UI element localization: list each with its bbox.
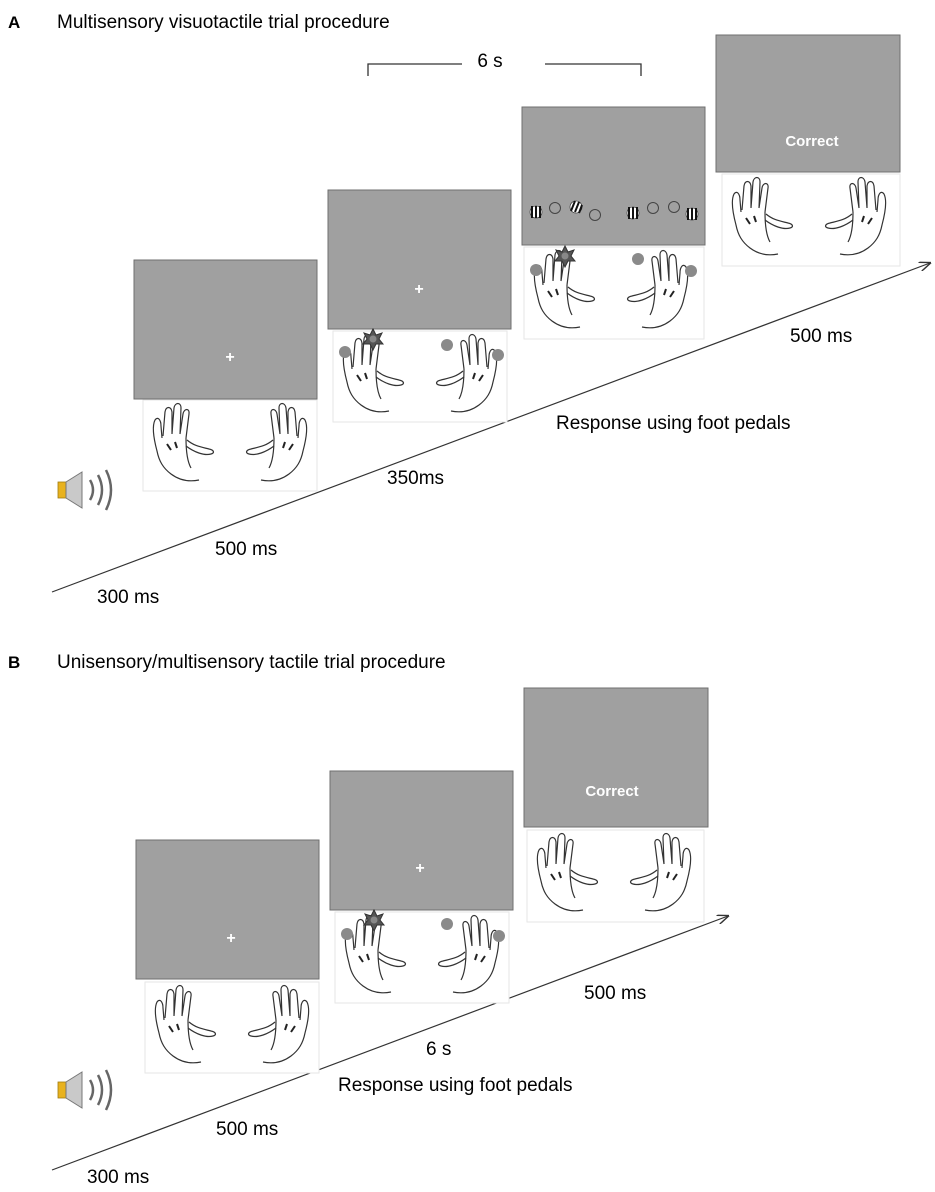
visual-distractor-icon — [529, 205, 543, 219]
hands-icon — [526, 829, 705, 923]
duration-label: 500 ms — [216, 1119, 278, 1140]
visual-distractor-icon — [549, 202, 561, 214]
panel-letter-a: A — [8, 13, 20, 32]
screen-b2-fixation: + — [329, 770, 514, 911]
screen-a1-fixation: + — [133, 259, 318, 400]
visual-distractor-icon — [668, 201, 680, 213]
screen-b3-feedback: Correct — [523, 687, 709, 828]
timeline-arrow-b — [51, 916, 728, 1171]
visual-distractor-icon — [589, 209, 601, 221]
panel-title-a: Multisensory visuotactile trial procedur… — [57, 12, 390, 33]
hands-icon — [142, 399, 318, 492]
response-label: Response using foot pedals — [556, 413, 791, 434]
tactile-marker-icon — [530, 264, 542, 276]
visual-distractor-icon — [569, 200, 583, 214]
hands-icon — [334, 909, 510, 1004]
hands-icon — [523, 245, 705, 340]
screen-b1-fixation: + — [135, 839, 320, 980]
speaker-icon — [57, 469, 113, 511]
visual-distractor-icon — [685, 207, 699, 221]
screen-a4-feedback: Correct — [715, 34, 901, 173]
bracket-label-a: 6 s — [477, 51, 502, 72]
duration-label: 500 ms — [790, 326, 852, 347]
duration-label: 500 ms — [215, 539, 277, 560]
screen-a2-fixation: + — [327, 189, 512, 330]
fixation-cross: + — [414, 281, 423, 298]
response-label: Response using foot pedals — [338, 1075, 573, 1096]
speaker-icon — [57, 1069, 113, 1111]
duration-label: 300 ms — [87, 1167, 149, 1188]
duration-bracket-a — [367, 63, 642, 76]
tactile-marker-icon — [441, 339, 453, 351]
tactile-marker-icon — [339, 346, 351, 358]
panel-letter-b: B — [8, 653, 20, 672]
tactile-marker-icon — [492, 349, 504, 361]
feedback-text: Correct — [585, 783, 638, 800]
visual-distractor-icon — [626, 206, 640, 220]
screen-a3-distractors — [521, 106, 706, 246]
hands-icon — [332, 328, 508, 423]
timeline-arrow-a — [51, 263, 930, 593]
tactile-marker-icon — [493, 930, 505, 942]
feedback-text: Correct — [785, 133, 838, 150]
tactile-marker-icon — [441, 918, 453, 930]
fixation-cross: + — [415, 860, 424, 877]
duration-label: 6 s — [426, 1039, 451, 1060]
duration-label: 500 ms — [584, 983, 646, 1004]
tactile-marker-icon — [632, 253, 644, 265]
fixation-cross: + — [225, 349, 234, 366]
fixation-cross: + — [226, 930, 235, 947]
duration-label: 300 ms — [97, 587, 159, 608]
hands-icon — [721, 173, 901, 267]
visual-distractor-icon — [647, 202, 659, 214]
hands-icon — [144, 981, 320, 1074]
duration-label: 350ms — [387, 468, 444, 489]
panel-title-b: Unisensory/multisensory tactile trial pr… — [57, 652, 446, 673]
tactile-marker-icon — [685, 265, 697, 277]
tactile-marker-icon — [341, 928, 353, 940]
